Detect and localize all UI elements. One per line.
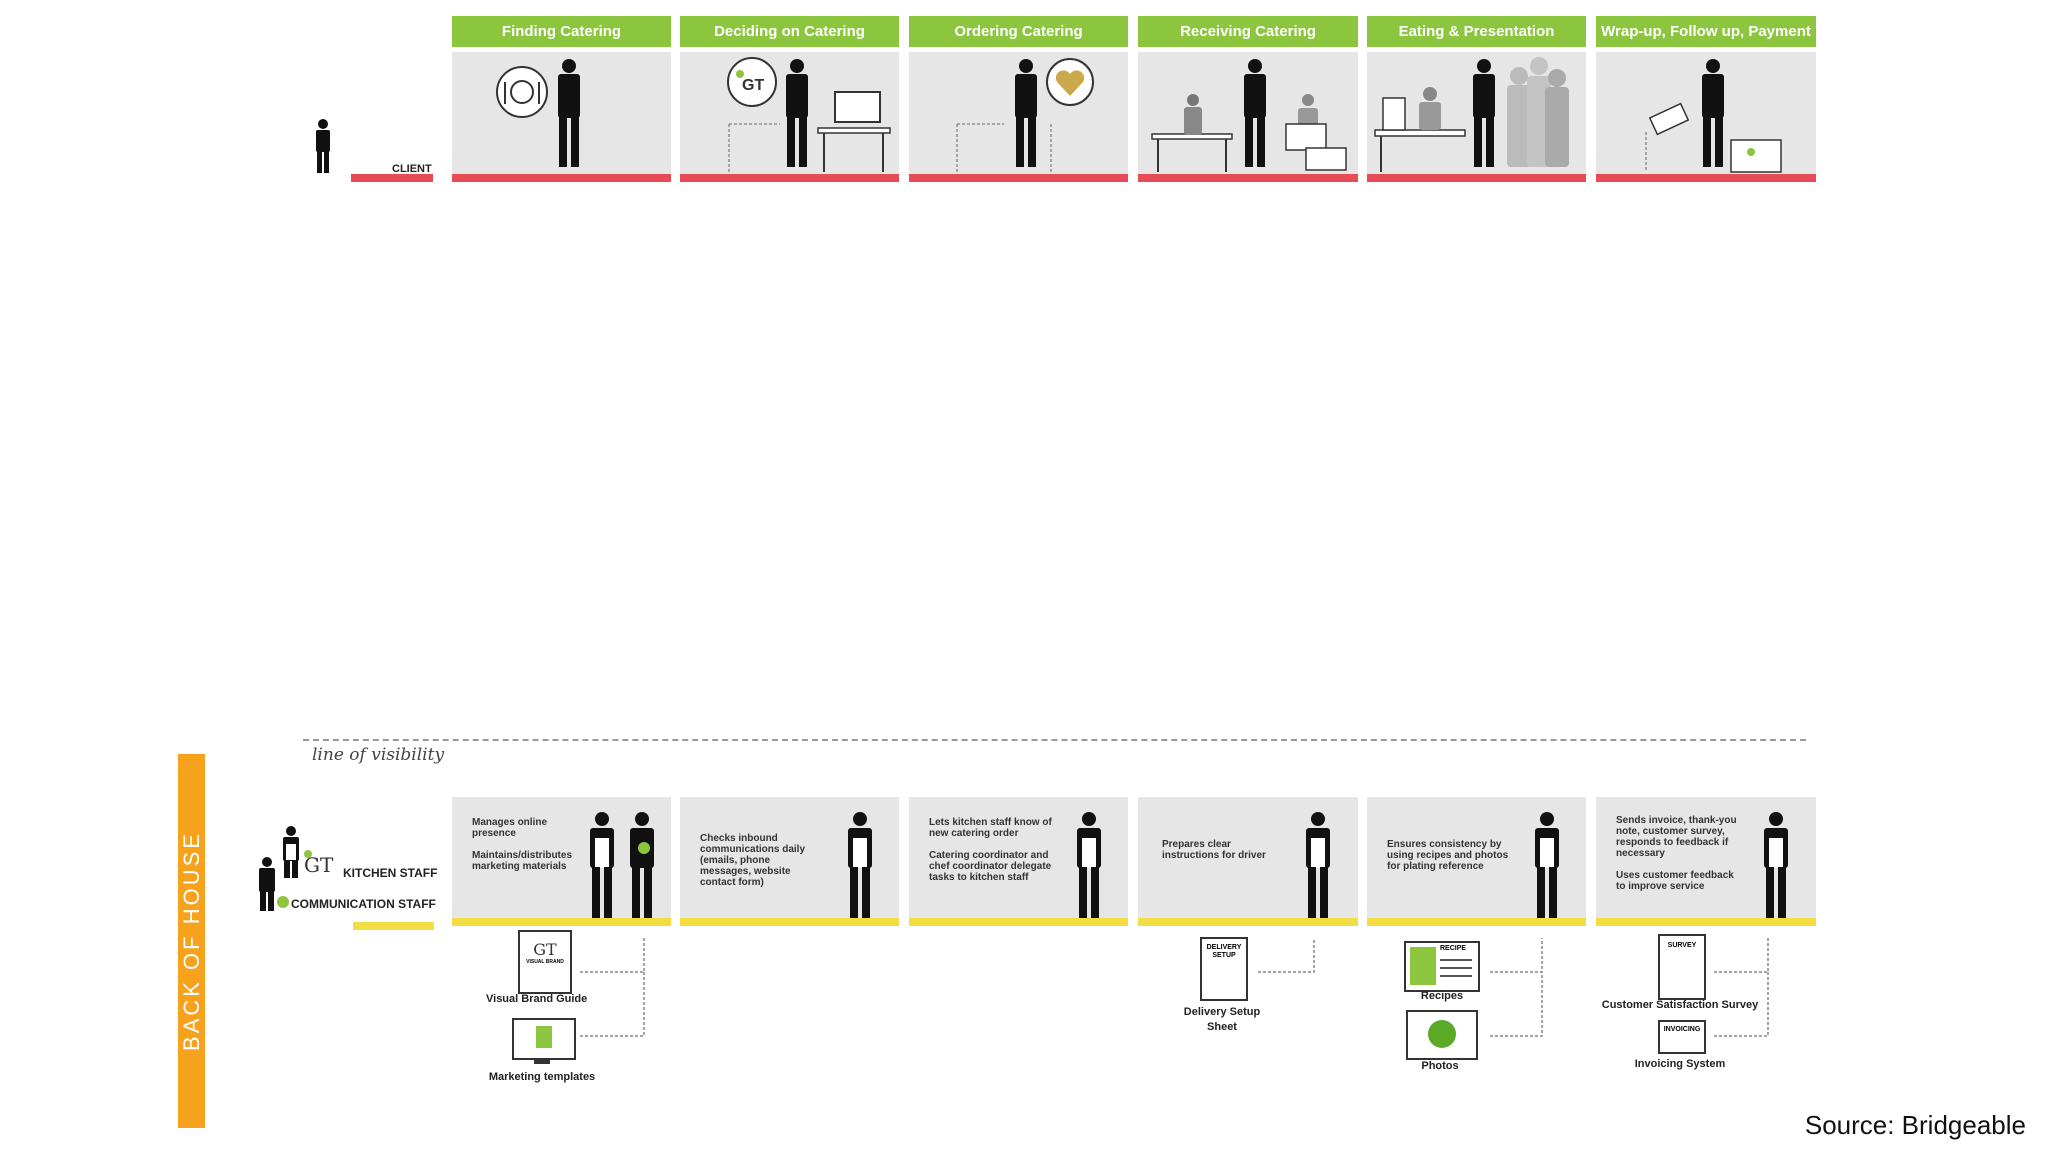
- plate-cutlery-icon: [496, 59, 580, 167]
- client-label: CLIENT: [392, 163, 432, 175]
- source-credit: Source: Bridgeable: [1804, 1110, 2026, 1140]
- delivery-setup-icon-text: DELIVERY SETUP: [1206, 944, 1242, 959]
- task-text-6: Sends invoice, thank-you note, customer …: [1616, 815, 1737, 892]
- phase-header-wrap-up: Wrap-up, Follow up, Payment: [1596, 16, 1816, 47]
- phase-header-ordering-catering: Ordering Catering: [909, 16, 1128, 47]
- wrapup-scene-icon: [1645, 59, 1782, 173]
- connector-lines-4: [1258, 938, 1315, 973]
- survey-icon: SURVEY: [1658, 934, 1706, 1000]
- boh-bar-5: [1367, 918, 1586, 926]
- photos-label: Photos: [1421, 1060, 1459, 1072]
- gt-logo-icon: GT: [304, 850, 334, 877]
- client-bar-3: [909, 174, 1128, 182]
- boh-bar-6: [1596, 918, 1816, 926]
- boh-bar-1: [452, 918, 671, 926]
- boh-panel-wrapup: Sends invoice, thank-you note, customer …: [1596, 797, 1816, 923]
- invoicing-system-label: Invoicing System: [1634, 1058, 1726, 1070]
- invoicing-icon: INVOICING: [1658, 1020, 1706, 1054]
- delivery-setup-sheet-icon: DELIVERY SETUP: [1200, 937, 1248, 1001]
- connector-lines-5: [1490, 938, 1543, 1037]
- client-panel-wrapup: [1596, 52, 1816, 174]
- line-of-visibility-label: line of visibility: [312, 745, 445, 765]
- staff-lane-bar: [353, 922, 434, 930]
- boh-panel-deciding: Checks inbound communications daily (ema…: [680, 797, 899, 923]
- client-panel-receiving: [1138, 52, 1358, 174]
- visual-brand-guide-icon: GT VISUAL BRAND: [518, 930, 572, 994]
- client-bar-6: [1596, 174, 1816, 182]
- communication-staff-label: COMMUNICATION STAFF: [291, 897, 436, 911]
- svg-text:GT: GT: [742, 77, 764, 94]
- staff-legend-icon: [259, 826, 299, 911]
- kitchen-staff-icon: [1764, 812, 1788, 919]
- phase-header-deciding-on-catering: Deciding on Catering: [680, 16, 899, 47]
- kitchen-staff-icon: [1077, 812, 1101, 919]
- boh-panel-finding: Manages online presence Maintains/distri…: [452, 797, 671, 923]
- client-bar-5: [1367, 174, 1586, 182]
- connector-lines-1: [580, 938, 645, 1037]
- back-of-house-bar: [178, 754, 205, 1128]
- phase-header-finding-catering: Finding Catering: [452, 16, 671, 47]
- invoicing-icon-text: INVOICING: [1663, 1026, 1701, 1033]
- task-text-4: Prepares clear instructions for driver: [1162, 839, 1266, 861]
- monitor-stand: [534, 1058, 550, 1064]
- visual-brand-guide-label: Visual Brand Guide: [486, 993, 588, 1005]
- delivery-setup-sheet-label: Delivery Setup Sheet: [1183, 1006, 1261, 1033]
- receiving-scene-icon: [1151, 59, 1347, 172]
- back-of-house-label: BACK OF HOUSE: [179, 831, 204, 1051]
- connector-lines-6: [1714, 938, 1769, 1037]
- heart-bubble-icon: [956, 58, 1094, 172]
- client-bar-1: [452, 174, 671, 182]
- recipe-card-icon: RECIPE: [1404, 941, 1480, 992]
- boh-bar-2: [680, 918, 899, 926]
- marketing-templates-icon: [512, 1018, 576, 1060]
- photos-icon: [1406, 1010, 1478, 1060]
- customer-satisfaction-survey-label: Customer Satisfaction Survey: [1601, 999, 1759, 1011]
- phase-header-eating-presentation: Eating & Presentation: [1367, 16, 1586, 47]
- boh-panel-eating: Ensures consistency by using recipes and…: [1367, 797, 1586, 923]
- kitchen-staff-label: KITCHEN STAFF: [343, 866, 438, 880]
- boh-bar-3: [909, 918, 1128, 926]
- recipe-icon-text: RECIPE: [1440, 945, 1467, 952]
- task-text-5: Ensures consistency by using recipes and…: [1387, 839, 1509, 872]
- thought-bubble-computer-icon: GT: [727, 57, 891, 172]
- boh-bar-4: [1138, 918, 1358, 926]
- survey-icon-text: SURVEY: [1667, 942, 1697, 949]
- boh-panel-ordering: Lets kitchen staff know of new catering …: [909, 797, 1128, 923]
- kitchen-staff-icon: [1306, 812, 1330, 919]
- staff-pair-icon: [590, 812, 654, 919]
- eating-scene-icon: [1374, 57, 1569, 172]
- client-bar-4: [1138, 174, 1358, 182]
- task-text-3: Lets kitchen staff know of new catering …: [929, 817, 1052, 883]
- marketing-templates-label: Marketing templates: [488, 1071, 596, 1083]
- client-panel-ordering: [909, 52, 1128, 174]
- client-bar-2: [680, 174, 899, 182]
- visual-brand-icon-text: VISUAL BRAND: [526, 959, 564, 965]
- recipes-label: Recipes: [1420, 990, 1464, 1002]
- kitchen-staff-icon: [1535, 812, 1559, 919]
- task-text-2: Checks inbound communications daily (ema…: [700, 833, 806, 888]
- boh-panel-receiving: Prepares clear instructions for driver: [1138, 797, 1358, 923]
- task-text-1: Manages online presence Maintains/distri…: [472, 817, 573, 872]
- phase-header-receiving-catering: Receiving Catering: [1138, 16, 1358, 47]
- client-panel-eating: [1367, 52, 1586, 174]
- client-person-icon: [316, 119, 330, 173]
- line-of-visibility: [303, 739, 1806, 741]
- client-panel-deciding: GT: [680, 52, 899, 174]
- client-lane-bar: [351, 174, 433, 182]
- client-panel-finding: [452, 52, 671, 174]
- kitchen-staff-icon: [848, 812, 872, 919]
